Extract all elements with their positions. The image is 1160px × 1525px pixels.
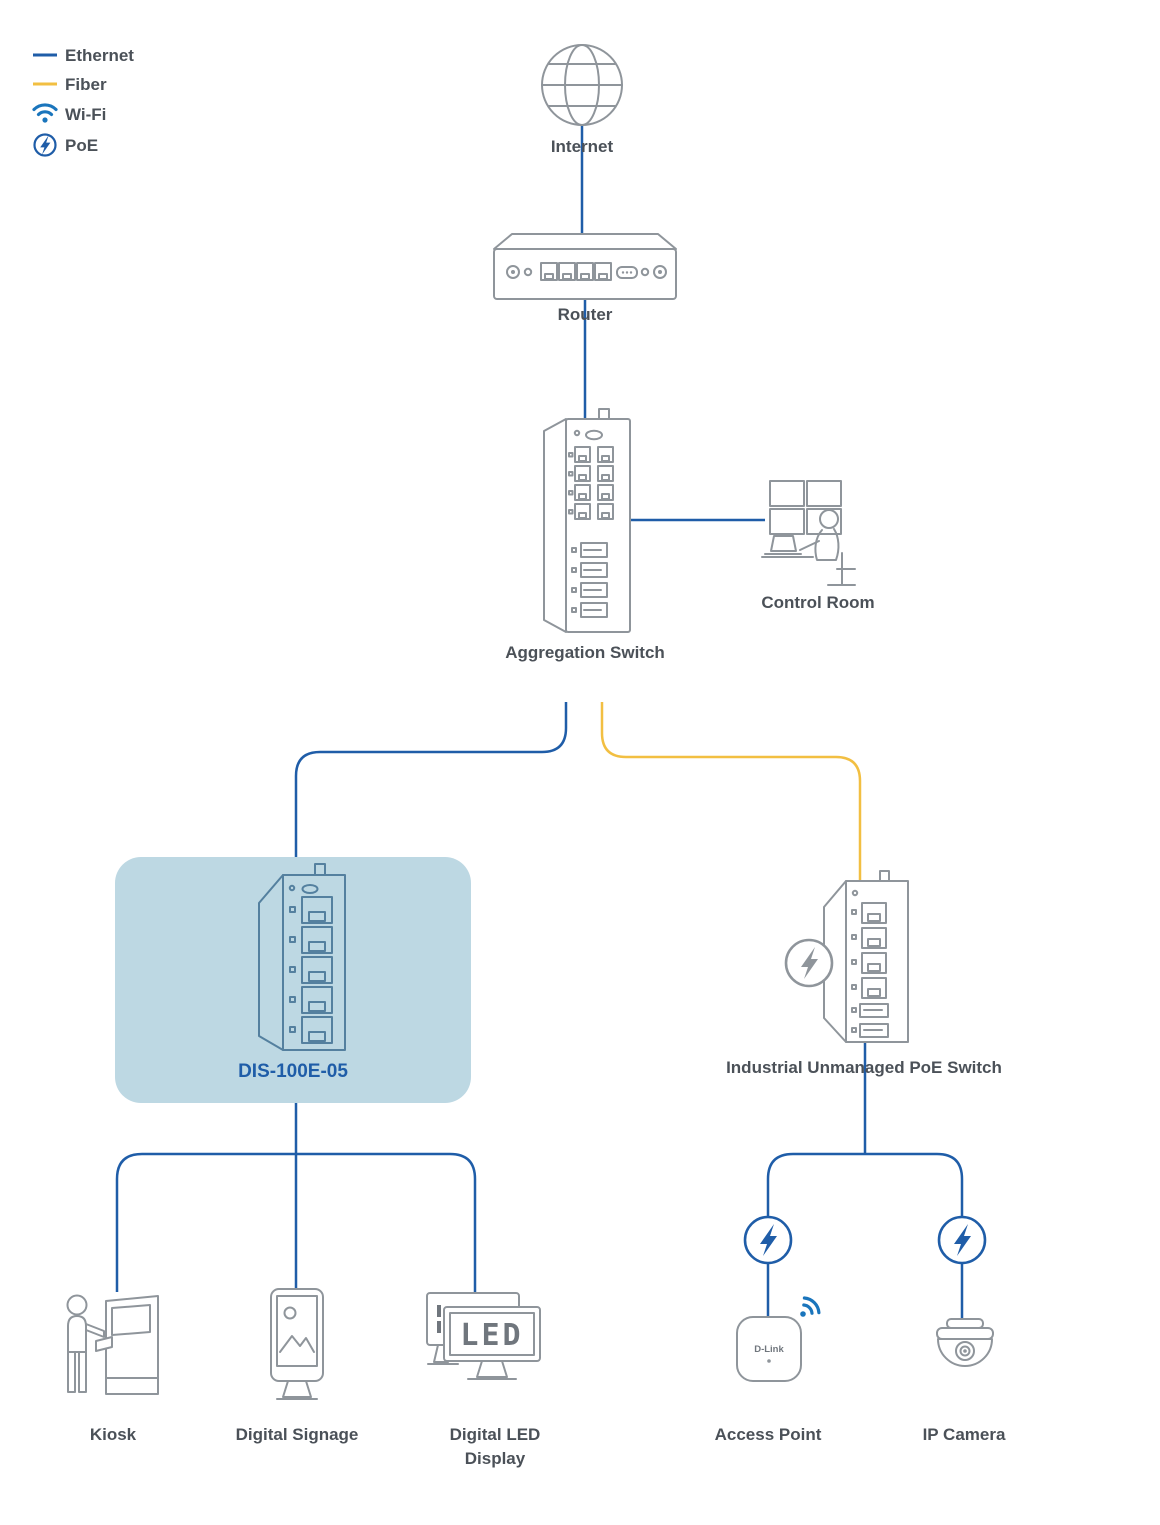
kiosk-person-icon — [66, 1294, 105, 1393]
aggregation-switch-label: Aggregation Switch — [505, 643, 665, 662]
monitor-icon — [769, 480, 805, 507]
led-screen-text: LED — [460, 1318, 523, 1353]
dis-switch-device — [258, 863, 346, 1051]
legend-ethernet-label: Ethernet — [65, 46, 134, 65]
edge-poeswitch-ap-camera — [766, 1152, 964, 1319]
kiosk-node: Kiosk — [66, 1294, 159, 1444]
poe-switch-ports — [851, 902, 887, 999]
dis-100e-05-node: DIS-100E-05 — [115, 857, 471, 1103]
digital-signage-node: Digital Signage — [236, 1288, 359, 1444]
wifi-signal-icon — [800, 1296, 821, 1317]
internet-node: Internet — [541, 44, 623, 156]
poe-badge-camera-icon — [937, 1215, 987, 1265]
legend-fiber-label: Fiber — [65, 75, 107, 94]
edge-aggswitch-dis — [294, 702, 568, 857]
router-node: Router — [493, 233, 677, 324]
poe-badge-icon — [784, 938, 834, 988]
dis-100e-05-label: DIS-100E-05 — [238, 1061, 348, 1082]
poe-icon — [33, 133, 57, 157]
kiosk-machine-icon — [95, 1295, 159, 1395]
kiosk-label: Kiosk — [90, 1425, 137, 1444]
edge-aggswitch-poeswitch-fiber — [600, 702, 862, 880]
poe-switch-node: Industrial Unmanaged PoE Switch — [726, 870, 1002, 1077]
digital-signage-label: Digital Signage — [236, 1425, 359, 1444]
monitor-icon — [806, 480, 842, 507]
internet-label: Internet — [551, 137, 614, 156]
legend: Ethernet Fiber Wi-Fi PoE — [32, 46, 134, 157]
ip-camera-node: IP Camera — [923, 1318, 1006, 1444]
aggregation-switch-sfp-slots — [571, 542, 608, 618]
access-point-label: Access Point — [715, 1425, 822, 1444]
highlight-panel — [115, 857, 471, 1103]
legend-wifi-label: Wi-Fi — [65, 105, 106, 124]
wifi-icon — [32, 103, 58, 123]
operator-person-icon — [799, 509, 856, 586]
digital-led-display-node: LED Digital LED Display — [426, 1292, 541, 1468]
dis-switch-ports — [289, 896, 333, 1044]
control-room-node: Control Room — [761, 480, 875, 612]
aggregation-switch-ports — [568, 446, 614, 520]
poe-switch-label: Industrial Unmanaged PoE Switch — [726, 1058, 1002, 1077]
ip-camera-label: IP Camera — [923, 1425, 1006, 1444]
poe-switch-sfp-slots — [851, 1003, 889, 1038]
connections — [115, 126, 964, 1319]
legend-poe-label: PoE — [65, 136, 98, 155]
digital-led-display-label-line1: Digital LED — [450, 1425, 541, 1444]
router-ports — [540, 262, 612, 281]
poe-badge-ap-icon — [743, 1215, 793, 1265]
aggregation-switch-node: Aggregation Switch — [505, 408, 665, 662]
monitor-icon — [769, 508, 805, 535]
control-room-label: Control Room — [761, 593, 874, 612]
access-point-icon — [736, 1316, 802, 1382]
digital-led-display-label-line2: Display — [465, 1449, 526, 1468]
camera-mount-icon — [946, 1318, 984, 1329]
laptop-icon — [770, 535, 797, 552]
access-point-node: D-Link Access Point — [715, 1296, 822, 1444]
access-point-brand: D-Link — [754, 1344, 784, 1355]
router-label: Router — [558, 305, 613, 324]
signage-screen-icon — [270, 1288, 324, 1382]
edge-dis-kiosk-led — [115, 1152, 477, 1293]
